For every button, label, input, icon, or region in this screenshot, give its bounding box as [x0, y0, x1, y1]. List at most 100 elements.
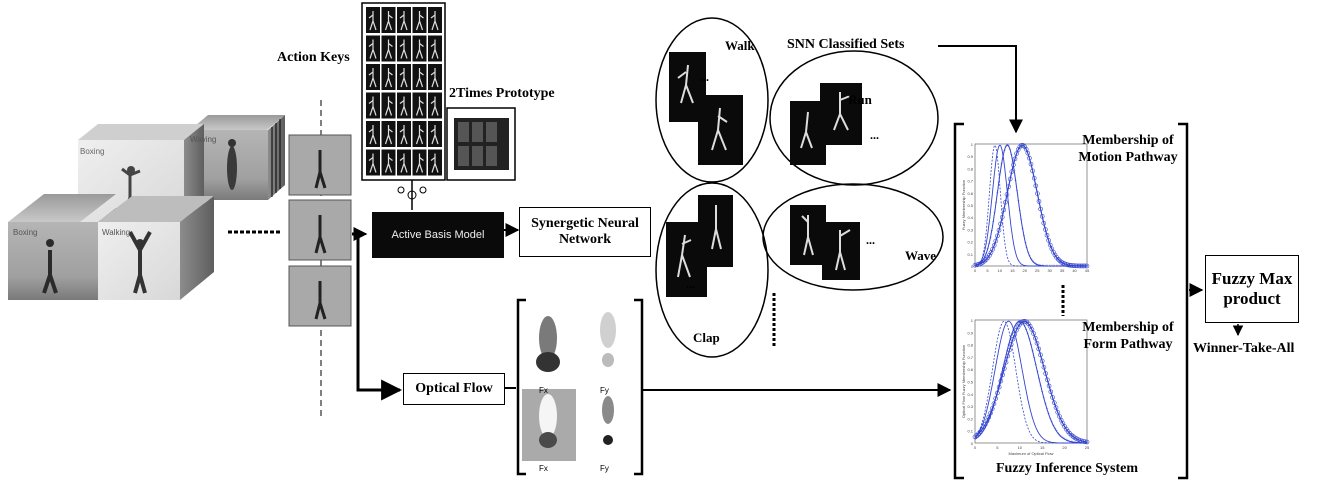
curve-marker: [1034, 341, 1040, 346]
curve-marker: +: [1038, 264, 1041, 269]
walk-ellipsis: ...: [700, 70, 709, 84]
x-tick-label: 20: [1062, 445, 1067, 450]
key-silhouette: [384, 96, 393, 116]
membership-curve: [974, 144, 1087, 267]
key-silhouette: [430, 39, 439, 59]
curve-marker: +: [985, 424, 988, 429]
key-silhouette: [415, 125, 424, 145]
curve-marker: +: [990, 229, 993, 234]
x-tick-label: 10: [1018, 445, 1023, 450]
curve-marker: +: [1049, 417, 1052, 422]
curve-marker: [1070, 263, 1075, 268]
motion-pathway-label: Membership of Motion Pathway: [1078, 133, 1178, 165]
curve-marker: +: [978, 434, 981, 439]
key-silhouette: [368, 11, 377, 31]
x-tick-label: 40: [1072, 268, 1077, 273]
curve-marker: +: [1068, 440, 1071, 445]
curve-marker: [1078, 263, 1083, 269]
y-tick-label: 0.6: [967, 191, 973, 196]
run-ellipsis: ...: [870, 128, 879, 142]
prototype-label: 2Times Prototype: [449, 86, 555, 101]
curve-marker: [1006, 184, 1011, 189]
curve-marker: +: [1014, 324, 1017, 329]
curve-marker: +: [1041, 264, 1044, 269]
x-axis-label: Maximum of Optical Flow: [1009, 451, 1054, 456]
curve-marker: +: [976, 263, 979, 268]
x-tick-label: 25: [1035, 268, 1040, 273]
curve-marker: +: [995, 201, 998, 206]
optical-flow-box: Optical Flow: [403, 373, 505, 405]
key-silhouette: [368, 68, 377, 88]
membership-curve: [974, 320, 1087, 444]
curve-marker: +: [1010, 332, 1013, 337]
x-tick-label: 15: [1010, 268, 1015, 273]
curve-marker: +: [1053, 264, 1056, 269]
curve-marker: +: [993, 211, 996, 216]
curve-marker: [1043, 227, 1048, 232]
curve-marker: [1031, 175, 1037, 181]
curve-marker: +: [1052, 264, 1055, 269]
curve-marker: +: [992, 221, 995, 226]
y-tick-label: 0.2: [967, 240, 973, 245]
curve-marker: +: [1056, 264, 1059, 269]
winner-take-all-label: Winner-Take-All: [1193, 341, 1295, 356]
curve-marker: [993, 238, 999, 244]
curve-marker: [1033, 183, 1039, 189]
key-silhouette: [384, 68, 393, 88]
y-tick-label: 0.7: [967, 179, 973, 184]
curve-marker: +: [1081, 441, 1084, 446]
curve-marker: [1007, 347, 1012, 353]
fx-label-1: Fx: [539, 386, 548, 395]
video-label-4: Waving: [190, 135, 217, 144]
curve-marker: [1079, 263, 1085, 269]
curve-marker: +: [1012, 328, 1015, 333]
wave-ellipsis: ...: [866, 233, 875, 247]
curve-marker: [1052, 252, 1058, 258]
curve-marker: [1019, 143, 1024, 148]
video-label-3: Walking: [102, 228, 131, 237]
y-tick-label: 0.3: [967, 404, 973, 409]
curve-marker: [1079, 438, 1085, 444]
curve-marker: [1000, 372, 1005, 378]
x-tick-label: 15: [1040, 445, 1045, 450]
curve-marker: +: [1016, 189, 1019, 194]
curve-marker: [1005, 353, 1011, 359]
curve-marker: [993, 396, 998, 401]
y-tick-label: 0: [971, 264, 974, 269]
curve-marker: +: [1050, 421, 1053, 426]
key-silhouette: [399, 125, 408, 145]
curve-marker: +: [1066, 439, 1069, 444]
curve-marker: +: [1057, 432, 1060, 437]
y-tick-label: 0.9: [967, 330, 973, 335]
active-basis-model-box: Active Basis Model: [372, 212, 504, 258]
curve-marker: +: [975, 264, 978, 269]
x-tick-label: 25: [1085, 445, 1090, 450]
curve-marker: [1033, 335, 1038, 341]
curve-marker: +: [978, 262, 981, 267]
curve-marker: +: [1018, 209, 1021, 214]
curve-marker: +: [1051, 264, 1054, 269]
curve-marker: +: [1046, 408, 1049, 413]
curve-marker: +: [1052, 424, 1055, 429]
curve-marker: [1007, 176, 1013, 182]
curve-marker: +: [1054, 427, 1057, 432]
y-tick-label: 0: [971, 441, 974, 446]
curve-marker: +: [1079, 441, 1082, 446]
curve-marker: [982, 258, 987, 264]
x-tick-label: 5: [986, 268, 989, 273]
y-tick-label: 0.9: [967, 154, 973, 159]
curve-marker: +: [986, 248, 989, 253]
curve-marker: +: [1003, 149, 1006, 154]
optical-flow-bracket: [516, 298, 644, 476]
chart-frame: [974, 319, 1088, 444]
curve-marker: +: [1073, 441, 1076, 446]
curve-marker: [1004, 192, 1010, 197]
curve-marker: [1011, 162, 1016, 168]
y-tick-label: 0.2: [967, 416, 973, 421]
curve-marker: [1039, 214, 1045, 219]
video-label-1: Boxing: [80, 147, 105, 156]
curve-marker: +: [982, 430, 985, 435]
curve-marker: [1023, 146, 1029, 152]
key-frames: [288, 134, 352, 327]
y-tick-label: 1: [971, 318, 974, 323]
